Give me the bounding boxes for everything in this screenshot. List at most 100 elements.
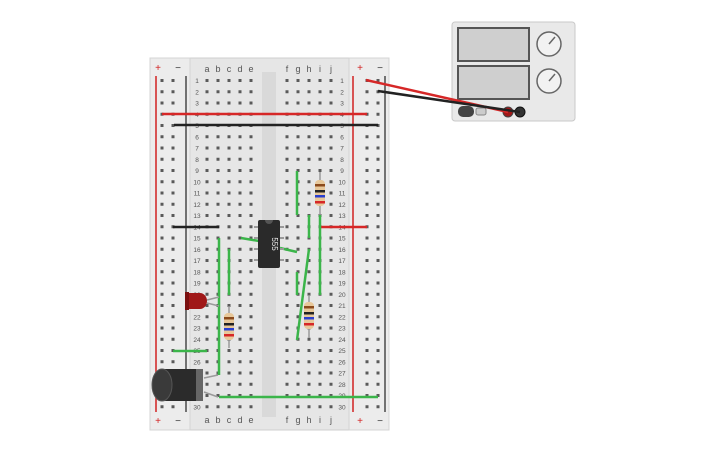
breadboard-hole[interactable] xyxy=(216,180,220,184)
breadboard-hole[interactable] xyxy=(318,337,322,341)
breadboard-hole[interactable] xyxy=(329,135,333,139)
breadboard-hole[interactable] xyxy=(227,360,231,364)
breadboard-hole[interactable] xyxy=(329,349,333,352)
breadboard-hole[interactable] xyxy=(249,191,253,195)
breadboard-hole[interactable] xyxy=(249,135,253,139)
rail-hole[interactable] xyxy=(376,360,380,364)
rail-hole[interactable] xyxy=(376,270,380,274)
rail-hole[interactable] xyxy=(171,214,175,217)
rail-hole[interactable] xyxy=(160,337,164,341)
breadboard-hole[interactable] xyxy=(249,315,253,319)
breadboard-hole[interactable] xyxy=(238,191,242,195)
breadboard-hole[interactable] xyxy=(227,180,231,184)
breadboard-hole[interactable] xyxy=(296,79,300,82)
breadboard-hole[interactable] xyxy=(205,304,209,307)
breadboard-hole[interactable] xyxy=(238,292,242,296)
breadboard-hole[interactable] xyxy=(307,292,311,296)
ic-555-chip[interactable]: 555 xyxy=(254,220,284,268)
breadboard-hole[interactable] xyxy=(285,259,289,262)
breadboard-hole[interactable] xyxy=(205,90,209,94)
breadboard-hole[interactable] xyxy=(216,382,220,386)
breadboard-hole[interactable] xyxy=(238,146,242,150)
breadboard-hole[interactable] xyxy=(329,169,333,172)
breadboard-hole[interactable] xyxy=(285,349,289,352)
breadboard-hole[interactable] xyxy=(205,371,209,375)
breadboard-hole[interactable] xyxy=(205,259,209,262)
breadboard-hole[interactable] xyxy=(285,315,289,319)
breadboard-hole[interactable] xyxy=(296,371,300,375)
breadboard-hole[interactable] xyxy=(296,214,300,217)
rail-hole[interactable] xyxy=(171,270,175,274)
breadboard-hole[interactable] xyxy=(249,79,253,82)
breadboard-hole[interactable] xyxy=(329,90,333,94)
breadboard-hole[interactable] xyxy=(205,157,209,161)
breadboard-hole[interactable] xyxy=(238,101,242,105)
rail-hole[interactable] xyxy=(376,225,380,229)
rail-hole[interactable] xyxy=(160,135,164,139)
breadboard-hole[interactable] xyxy=(205,326,209,330)
breadboard-hole[interactable] xyxy=(318,79,322,82)
resistor-middle[interactable] xyxy=(304,295,314,338)
breadboard-hole[interactable] xyxy=(227,146,231,150)
rail-hole[interactable] xyxy=(376,247,380,251)
rail-hole[interactable] xyxy=(171,79,175,82)
green-wire[interactable] xyxy=(295,248,311,341)
breadboard-hole[interactable] xyxy=(205,360,209,364)
rail-hole[interactable] xyxy=(365,270,369,274)
breadboard-hole[interactable] xyxy=(285,405,289,409)
power-switch[interactable] xyxy=(458,106,474,117)
breadboard-hole[interactable] xyxy=(216,90,220,94)
rail-hole[interactable] xyxy=(365,337,369,341)
breadboard-hole[interactable] xyxy=(307,371,311,375)
rail-hole[interactable] xyxy=(171,202,175,206)
rail-hole[interactable] xyxy=(376,236,380,240)
breadboard-hole[interactable] xyxy=(307,157,311,161)
breadboard-hole[interactable] xyxy=(307,281,311,285)
breadboard-hole[interactable] xyxy=(307,101,311,105)
breadboard-hole[interactable] xyxy=(307,394,311,397)
resistor-left[interactable] xyxy=(224,306,234,348)
breadboard-hole[interactable] xyxy=(296,90,300,94)
breadboard-hole[interactable] xyxy=(329,292,333,296)
breadboard-hole[interactable] xyxy=(216,157,220,161)
breadboard-hole[interactable] xyxy=(249,405,253,409)
breadboard-hole[interactable] xyxy=(249,247,253,251)
rail-hole[interactable] xyxy=(365,90,369,94)
rail-hole[interactable] xyxy=(160,157,164,161)
rail-hole[interactable] xyxy=(160,292,164,296)
breadboard-hole[interactable] xyxy=(296,405,300,409)
breadboard-hole[interactable] xyxy=(307,180,311,184)
breadboard-hole[interactable] xyxy=(318,349,322,352)
rail-hole[interactable] xyxy=(365,236,369,240)
rail-hole[interactable] xyxy=(171,247,175,251)
breadboard-hole[interactable] xyxy=(329,101,333,105)
breadboard-hole[interactable] xyxy=(285,157,289,161)
breadboard-hole[interactable] xyxy=(249,337,253,341)
rail-hole[interactable] xyxy=(160,326,164,330)
breadboard-hole[interactable] xyxy=(307,169,311,172)
breadboard-hole[interactable] xyxy=(285,180,289,184)
breadboard-hole[interactable] xyxy=(329,214,333,217)
breadboard-hole[interactable] xyxy=(238,247,242,251)
breadboard-hole[interactable] xyxy=(318,360,322,364)
rail-hole[interactable] xyxy=(171,124,175,127)
breadboard-hole[interactable] xyxy=(238,259,242,262)
breadboard-hole[interactable] xyxy=(205,281,209,285)
rail-hole[interactable] xyxy=(365,214,369,217)
breadboard-hole[interactable] xyxy=(249,169,253,172)
rail-hole[interactable] xyxy=(160,349,164,352)
breadboard-hole[interactable] xyxy=(285,214,289,217)
breadboard-hole[interactable] xyxy=(205,315,209,319)
rail-hole[interactable] xyxy=(160,247,164,251)
breadboard-hole[interactable] xyxy=(216,405,220,409)
rail-hole[interactable] xyxy=(160,236,164,240)
breadboard-hole[interactable] xyxy=(216,169,220,172)
breadboard-hole[interactable] xyxy=(249,281,253,285)
rail-hole[interactable] xyxy=(376,135,380,139)
breadboard-hole[interactable] xyxy=(238,394,242,397)
breadboard-hole[interactable] xyxy=(249,236,253,240)
breadboard-hole[interactable] xyxy=(227,225,231,229)
rail-hole[interactable] xyxy=(365,259,369,262)
rail-hole[interactable] xyxy=(376,202,380,206)
breadboard-hole[interactable] xyxy=(238,225,242,229)
